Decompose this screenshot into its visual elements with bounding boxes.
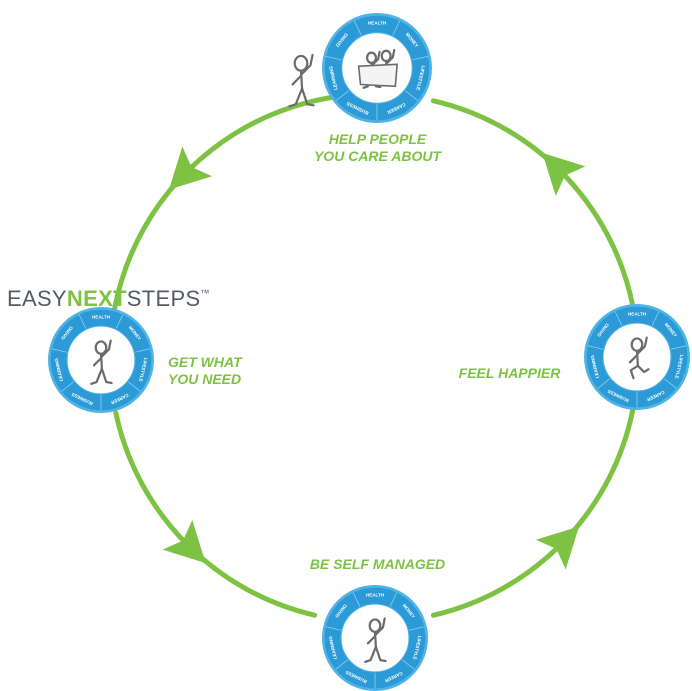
badge-segment-label: HEALTH bbox=[628, 311, 646, 316]
arrow-top-right bbox=[542, 152, 586, 197]
badge-segment-label: LIFESTYLE bbox=[138, 357, 148, 382]
badge-segment-label: LIFESTYLE bbox=[674, 354, 684, 379]
badge-divider bbox=[412, 55, 429, 61]
badge-segment-label: HEALTH bbox=[92, 314, 110, 319]
step-label-feel-happier: FEEL HAPPIER bbox=[452, 365, 567, 382]
step-label-be-self-managed: BE SELF MANAGED bbox=[290, 556, 465, 573]
badge-segment-label: HEALTH bbox=[366, 592, 384, 597]
badge-divider bbox=[325, 55, 342, 61]
badge-segment-label: LIFESTYLE bbox=[412, 635, 422, 660]
step-label-self-line1: BE SELF MANAGED bbox=[309, 556, 446, 572]
badge-help-people: HEALTHMONEYLIFESTYLECAREERBUSINESSLEARNI… bbox=[322, 13, 432, 123]
arc-get-to-self bbox=[113, 410, 318, 618]
badge-divider bbox=[614, 311, 623, 326]
badge-segment-label: LEARNING bbox=[590, 354, 600, 379]
badge-segment-label: LEARNING bbox=[54, 357, 64, 382]
badge-divider bbox=[409, 626, 425, 631]
arrow-bottom-left bbox=[162, 519, 206, 564]
badge-segment-label: LEARNING bbox=[328, 65, 338, 90]
badge-divider bbox=[651, 311, 660, 326]
step-label-get-line2: YOU NEED bbox=[168, 371, 242, 387]
logo-text-next: NEXT bbox=[66, 286, 127, 311]
badge-divider bbox=[405, 90, 419, 101]
badge-segment-label: LIFESTYLE bbox=[415, 65, 425, 91]
step-label-help-people: HELP PEOPLE YOU CARE ABOUT bbox=[290, 131, 465, 165]
badge-divider bbox=[115, 314, 124, 329]
step-label-get-what-you-need: GET WHAT YOU NEED bbox=[168, 354, 278, 388]
waving-person-icon bbox=[364, 617, 387, 663]
jumping-person-icon bbox=[628, 336, 650, 380]
waving-person-icon bbox=[90, 339, 113, 385]
logo-trademark: ™ bbox=[200, 288, 210, 298]
badge-divider bbox=[128, 381, 141, 392]
cycle-arrows bbox=[162, 146, 586, 570]
step-label-help-line2: YOU CARE ABOUT bbox=[313, 148, 442, 164]
badge-segment-label: HEALTH bbox=[368, 21, 387, 26]
badge-divider bbox=[664, 378, 677, 389]
badge-divider bbox=[325, 626, 341, 631]
badge-divider bbox=[671, 345, 687, 350]
arrow-top-left bbox=[168, 146, 213, 190]
badge-divider bbox=[597, 378, 610, 389]
step-label-get-line1: GET WHAT bbox=[168, 354, 242, 370]
badge-divider bbox=[61, 381, 74, 392]
step-label-help-line1: HELP PEOPLE bbox=[328, 131, 427, 147]
logo-text-easy: EASY bbox=[7, 286, 67, 311]
badge-get-what-you-need: HEALTHMONEYLIFESTYLECAREERBUSINESSLEARNI… bbox=[48, 307, 154, 413]
badge-divider bbox=[389, 592, 398, 607]
badge-divider bbox=[135, 348, 151, 353]
easynextsteps-logo: EASYNEXTSTEPS™ bbox=[7, 286, 210, 312]
badge-divider bbox=[352, 592, 361, 607]
badge-divider bbox=[587, 345, 603, 350]
arc-feel-to-help bbox=[430, 98, 638, 320]
waving-person-icon bbox=[288, 53, 315, 108]
badges: HEALTHMONEYLIFESTYLECAREERBUSINESSLEARNI… bbox=[48, 13, 690, 691]
badge-divider bbox=[51, 348, 67, 353]
arc-self-to-feel bbox=[430, 405, 636, 618]
map-icon bbox=[357, 63, 399, 88]
badge-divider bbox=[335, 90, 349, 101]
badge-divider bbox=[78, 314, 87, 329]
arrow-bottom-right bbox=[535, 526, 580, 570]
badge-divider bbox=[335, 659, 348, 670]
badge-feel-happier: HEALTHMONEYLIFESTYLECAREERBUSINESSLEARNI… bbox=[584, 304, 690, 410]
badge-self-managed: HEALTHMONEYLIFESTYLECAREERBUSINESSLEARNI… bbox=[322, 585, 428, 691]
badge-divider bbox=[392, 20, 401, 36]
logo-text-steps: STEPS bbox=[126, 286, 201, 311]
badge-divider bbox=[353, 20, 362, 36]
people-with-map-icon bbox=[357, 48, 399, 89]
badge-divider bbox=[402, 659, 415, 670]
badge-segment-label: LEARNING bbox=[328, 635, 338, 660]
step-label-feel-line1: FEEL HAPPIER bbox=[458, 365, 561, 381]
